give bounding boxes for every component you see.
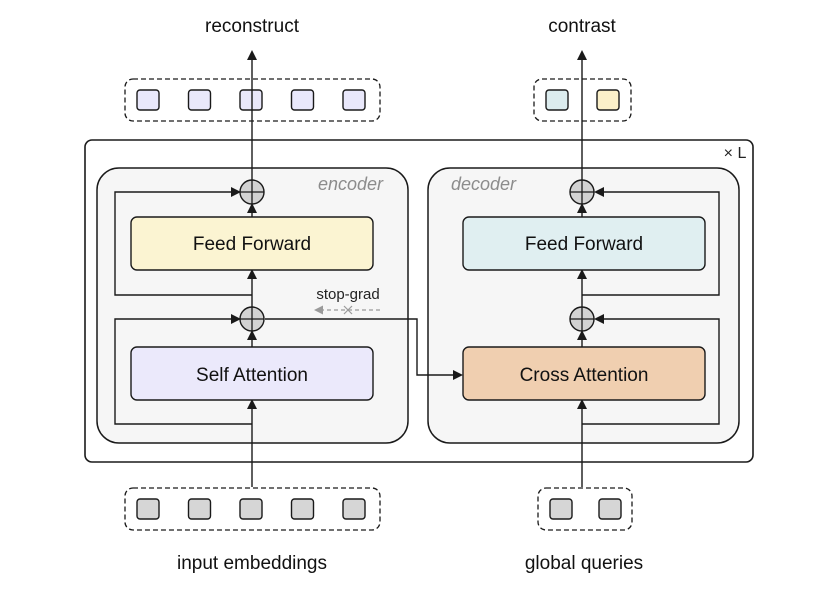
input-token-1 [136, 498, 160, 520]
decoder-residual-ff [582, 187, 720, 296]
contrast-tokens [545, 89, 620, 111]
query-token-2 [598, 498, 622, 520]
decoder-label: decoder [451, 174, 517, 194]
input-embeddings-label: input embeddings [177, 553, 327, 574]
query-token-1 [549, 498, 573, 520]
input-token-3 [239, 498, 263, 520]
reconstruct-label: reconstruct [205, 16, 300, 37]
repeat-l-label: × L [724, 145, 747, 162]
cross-attention-block [462, 346, 706, 401]
encoder-add-bottom-icon [239, 306, 265, 332]
decoder-feed-forward-block [462, 216, 706, 271]
input-token-4 [290, 498, 315, 520]
encoder-feed-forward-block [130, 216, 374, 271]
reconstruct-tokens [136, 89, 366, 111]
stop-grad-label: stop-grad [316, 286, 379, 303]
input-token-2 [187, 498, 212, 520]
decoder-feed-forward-label: Feed Forward [525, 234, 643, 255]
input-tokens [136, 498, 366, 520]
contrast-token-1 [545, 89, 569, 111]
reconstruct-token-5 [342, 89, 366, 111]
decoder-add-top-icon [569, 179, 595, 205]
self-attention-label: Self Attention [196, 365, 308, 386]
input-token-5 [342, 498, 366, 520]
encoder-residual-sa [114, 314, 252, 425]
reconstruct-token-2 [187, 89, 212, 111]
query-tokens [549, 498, 622, 520]
reconstruct-token-3 [239, 89, 263, 111]
decoder-module [427, 167, 740, 444]
encoder-feed-forward-label: Feed Forward [193, 234, 311, 255]
cross-attention-label: Cross Attention [520, 365, 649, 386]
input-token-group [124, 487, 381, 531]
encoder-label: encoder [318, 174, 384, 194]
decoder-residual-ca [582, 314, 720, 425]
global-queries-label: global queries [525, 553, 643, 574]
stop-grad-cross-icon [343, 305, 353, 315]
reconstruct-token-1 [136, 89, 160, 111]
contrast-label: contrast [548, 16, 616, 37]
reconstruct-token-4 [290, 89, 315, 111]
contrast-token-2 [596, 89, 620, 111]
self-attention-block [130, 346, 374, 401]
decoder-add-bottom-icon [569, 306, 595, 332]
query-token-group [537, 487, 633, 531]
encoder-add-top-icon [239, 179, 265, 205]
encoder-to-cross-attention-arrow [265, 318, 463, 380]
encoder-residual-ff [114, 187, 252, 296]
